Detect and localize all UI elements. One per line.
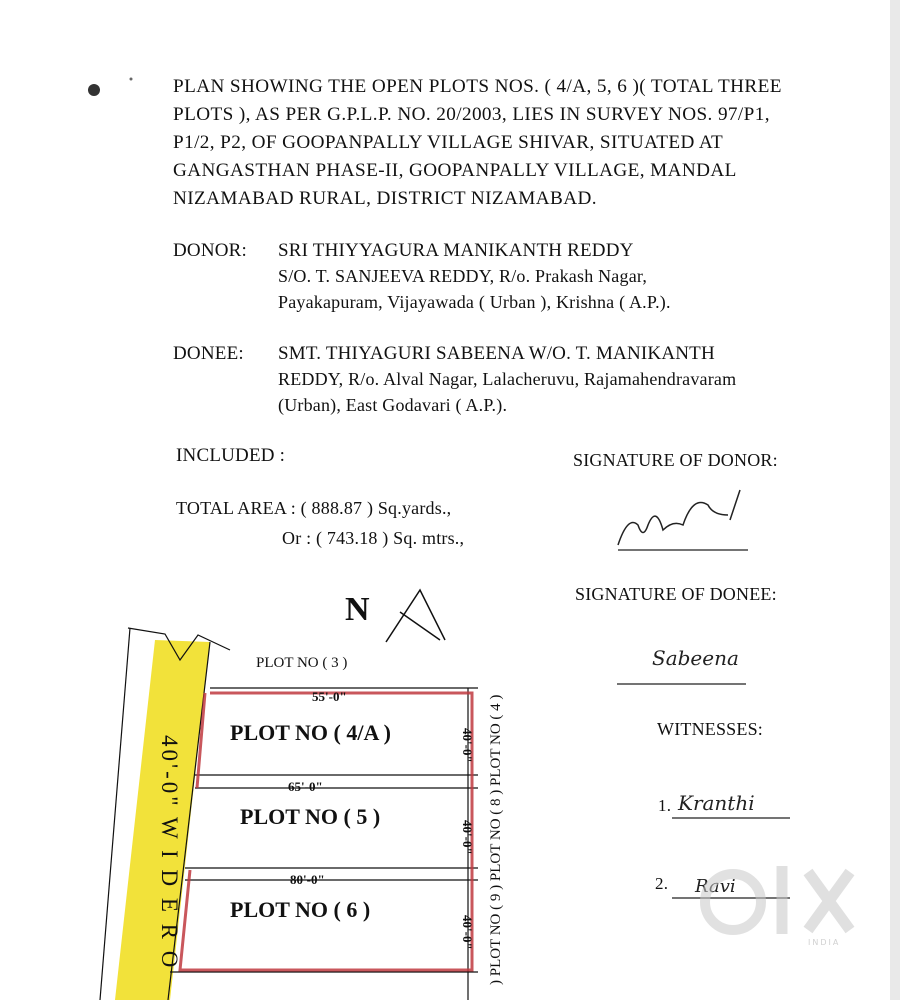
signature-of-donee-label: SIGNATURE OF DONEE: bbox=[575, 584, 777, 604]
plot-4a-depth: 40'-0" bbox=[460, 728, 475, 763]
scan-speck bbox=[129, 77, 133, 81]
plot-5-label: PLOT NO ( 5 ) bbox=[240, 804, 380, 829]
header-line: PLAN SHOWING THE OPEN PLOTS NOS. ( 4/A, … bbox=[173, 76, 782, 97]
svg-text:INDIA: INDIA bbox=[808, 938, 840, 947]
witness-2-number: 2. bbox=[655, 874, 669, 893]
east-neighbour-plots: ) PLOT NO ( 9 ) PLOT NO ( 8 ) PLOT NO ( … bbox=[488, 695, 504, 985]
plot-grid bbox=[170, 687, 478, 1000]
plot-5-width: 65'-0" bbox=[288, 779, 323, 794]
donor-line: S/O. T. SANJEEVA REDDY, R/o. Prakash Nag… bbox=[278, 266, 648, 286]
break-line bbox=[127, 627, 231, 662]
witness-1-signature: Kranthi bbox=[672, 791, 790, 819]
plot-4a-width: 55'-0" bbox=[312, 689, 347, 704]
olx-watermark: INDIA bbox=[700, 866, 855, 947]
donor-label: DONOR: bbox=[173, 240, 248, 261]
donee-line: REDDY, R/o. Alval Nagar, Lalacheruvu, Ra… bbox=[278, 369, 737, 389]
svg-text:Kranthi: Kranthi bbox=[677, 791, 755, 815]
svg-text:Sabeena: Sabeena bbox=[652, 646, 739, 670]
included-label: INCLUDED : bbox=[176, 445, 286, 466]
donor-line: Payakapuram, Vijayawada ( Urban ), Krish… bbox=[278, 292, 671, 312]
donee-line: (Urban), East Godavari ( A.P.). bbox=[278, 395, 508, 415]
scan-edge bbox=[890, 0, 900, 1000]
road-label: 40'-0" W I D E R O bbox=[157, 735, 182, 970]
donee-label: DONEE: bbox=[173, 343, 244, 364]
north-arrow-icon bbox=[385, 588, 446, 643]
road-fill bbox=[115, 640, 210, 1000]
header-line: NIZAMABAD RURAL, DISTRICT NIZAMABAD. bbox=[173, 188, 597, 209]
witnesses-label: WITNESSES: bbox=[657, 719, 764, 739]
plot-boundary bbox=[178, 691, 474, 972]
witness-2-signature: Ravi bbox=[672, 876, 790, 899]
plot-6-width: 80'-0" bbox=[290, 872, 325, 887]
total-area-sqmtrs: Or : ( 743.18 ) Sq. mtrs., bbox=[282, 528, 465, 548]
total-area-sqyards: TOTAL AREA : ( 888.87 ) Sq.yards., bbox=[176, 498, 452, 518]
plot-4a-label: PLOT NO ( 4/A ) bbox=[230, 720, 391, 745]
header-line: PLOTS ), AS PER G.P.L.P. NO. 20/2003, LI… bbox=[173, 104, 770, 125]
donor-line: SRI THIYYAGURA MANIKANTH REDDY bbox=[278, 240, 634, 261]
donor-signature bbox=[617, 489, 748, 551]
signature-of-donor-label: SIGNATURE OF DONOR: bbox=[573, 450, 778, 470]
plot-3-label: PLOT NO ( 3 ) bbox=[256, 655, 347, 671]
header-line: GANGASTHAN PHASE-II, GOOPANPALLY VILLAGE… bbox=[173, 160, 737, 181]
witness-1-number: 1. bbox=[658, 796, 672, 815]
plot-6-depth: 40'-0" bbox=[460, 915, 475, 950]
scan-speck bbox=[88, 84, 100, 96]
plot-5-depth: 40'-0" bbox=[460, 820, 475, 855]
header-line: P1/2, P2, OF GOOPANPALLY VILLAGE SHIVAR,… bbox=[173, 132, 724, 153]
donee-signature: Sabeena bbox=[617, 646, 746, 685]
plot-6-label: PLOT NO ( 6 ) bbox=[230, 897, 370, 922]
north-label: N bbox=[345, 591, 370, 628]
donee-line: SMT. THIYAGURI SABEENA W/O. T. MANIKANTH bbox=[278, 343, 715, 364]
